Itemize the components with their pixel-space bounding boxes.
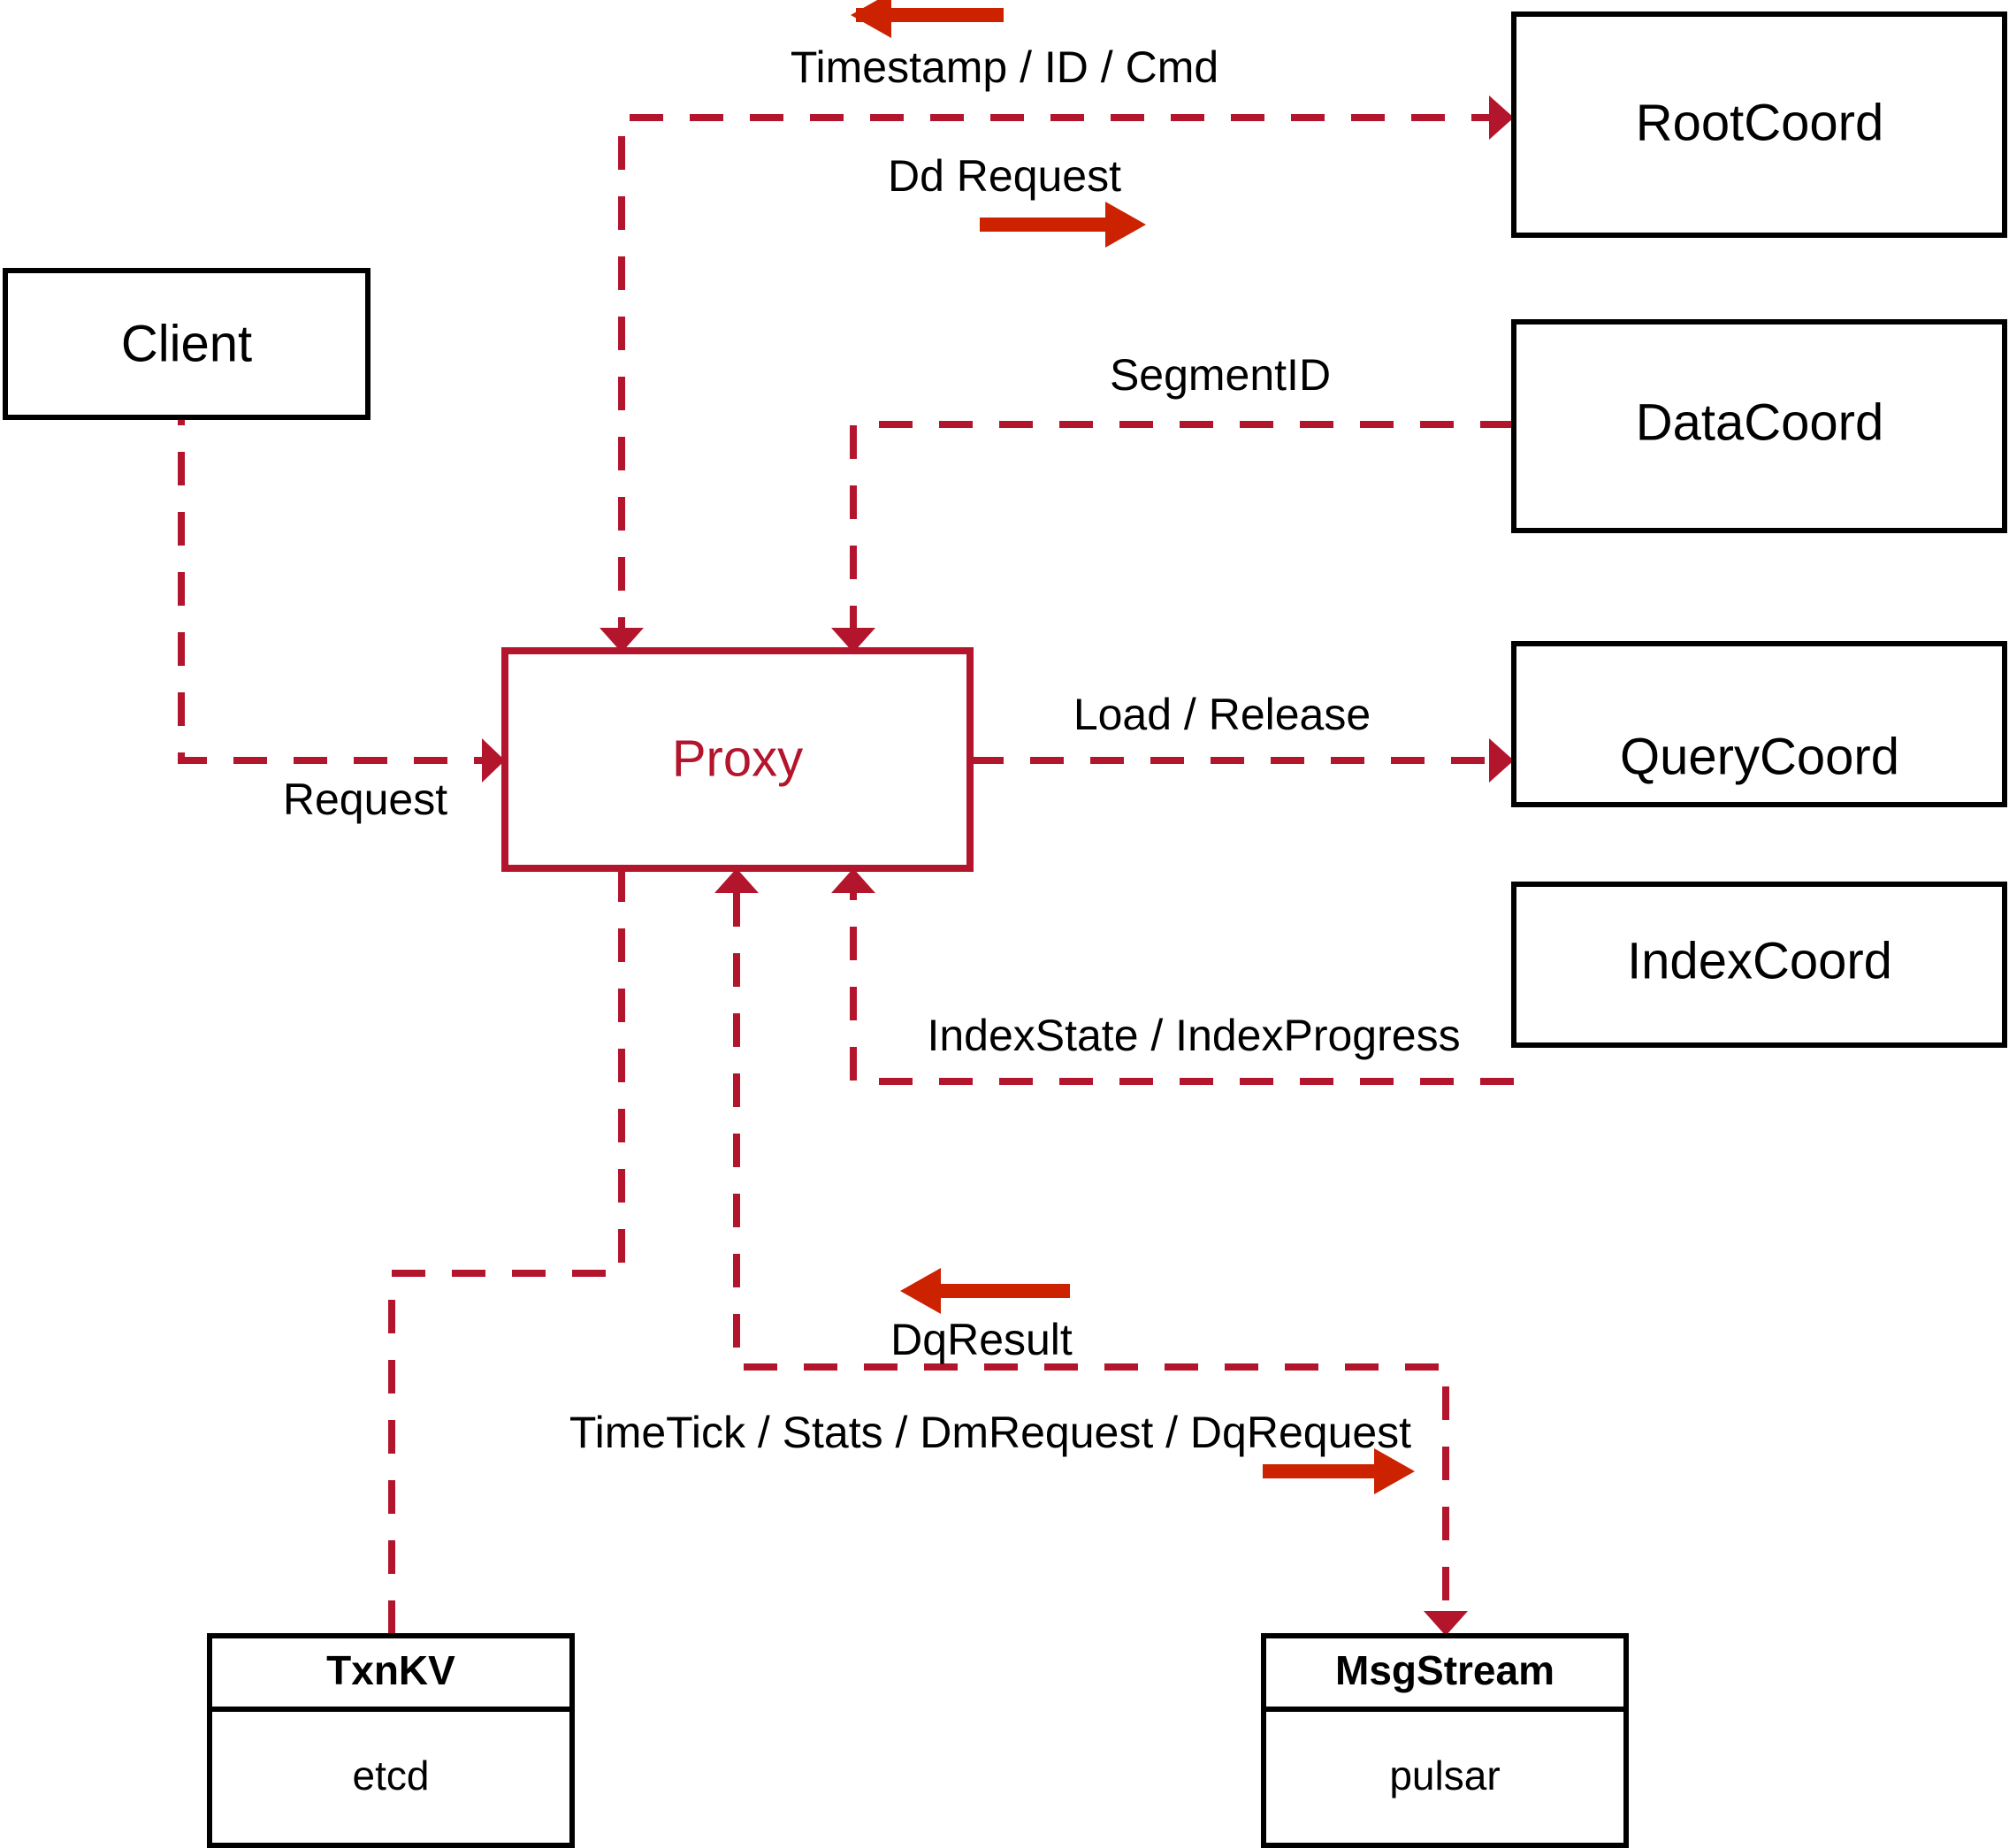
node-msgstream-label: MsgStream (1335, 1647, 1554, 1693)
edge-path-dd-request (618, 114, 1489, 651)
direction-arrow-msgrequest-right (1263, 1448, 1415, 1494)
arrowhead-index-state (831, 868, 875, 893)
arrowhead-segment-id (831, 628, 875, 653)
node-rootcoord[interactable]: RootCoord (1511, 11, 2007, 238)
node-indexcoord-label: IndexCoord (1627, 932, 1892, 989)
arrowhead-dd-request (1489, 95, 1514, 140)
edge-label-load-release: Load / Release (1073, 690, 1371, 739)
edge-index-state (831, 868, 1514, 1085)
direction-arrow-timestamp-left (851, 0, 1004, 38)
node-rootcoord-label: RootCoord (1636, 94, 1883, 151)
node-txnkv-label: TxnKV (326, 1647, 455, 1693)
node-client-box (3, 268, 370, 420)
edge-client-request (178, 392, 505, 783)
arrowhead-msg-request (1424, 1611, 1468, 1636)
node-client-label: Client (121, 315, 252, 372)
arrowhead-client-request (482, 738, 505, 783)
direction-arrow-head-timestamp (851, 0, 891, 38)
edge-label-msg-request: TimeTick / Stats / DmRequest / DqRequest (569, 1408, 1411, 1457)
arrowhead-rootcoord-to-proxy (600, 628, 644, 653)
edge-label-dd-request: Dd Request (888, 151, 1121, 201)
direction-arrow-head-msgrequest (1374, 1448, 1415, 1494)
direction-arrow-head-ddrequest (1105, 202, 1146, 248)
direction-arrow-head-dqresult (900, 1268, 941, 1314)
edge-path-client-request (178, 392, 482, 764)
edge-label-index-state: IndexState / IndexProgress (927, 1011, 1460, 1060)
node-querycoord-box (1511, 641, 2007, 807)
edge-path-segment-id (850, 421, 1514, 630)
node-msgstream[interactable]: MsgStream pulsar (1261, 1633, 1629, 1848)
node-querycoord[interactable]: QueryCoord (1511, 641, 2007, 807)
node-indexcoord[interactable]: IndexCoord (1511, 882, 2007, 1048)
node-rootcoord-box (1511, 11, 2007, 238)
edge-path-txnkv-link (388, 868, 625, 1636)
arrowhead-load-release (1489, 738, 1514, 783)
node-indexcoord-box (1511, 882, 2007, 1048)
node-txnkv-box (207, 1633, 575, 1848)
node-datacoord-label: DataCoord (1636, 393, 1883, 451)
edge-path-msg-request (733, 893, 1449, 1611)
edge-txnkv-link (388, 868, 625, 1636)
node-querycoord-label: QueryCoord (1620, 728, 1899, 785)
node-datacoord[interactable]: DataCoord (1511, 319, 2007, 533)
edge-path-index-state (850, 893, 1514, 1085)
node-datacoord-box (1511, 319, 2007, 533)
edge-label-client-request: Request (283, 775, 447, 824)
node-client[interactable]: Client (3, 268, 370, 420)
node-txnkv-sublabel: etcd (353, 1753, 430, 1798)
edge-label-segment-id: SegmentID (1110, 350, 1331, 400)
direction-arrow-ddrequest-right (980, 202, 1146, 248)
edge-msg-request (714, 868, 1468, 1636)
edge-label-dq-result: DqResult (890, 1315, 1073, 1364)
edge-dd-request (618, 95, 1514, 651)
direction-arrow-dqresult-left (900, 1268, 1070, 1314)
edge-load-release (970, 738, 1514, 783)
node-txnkv[interactable]: TxnKV etcd (207, 1633, 575, 1848)
node-msgstream-box (1261, 1633, 1629, 1848)
node-proxy-box (501, 647, 974, 872)
node-proxy-label: Proxy (672, 729, 803, 787)
arrowhead-dqresult-to-proxy (714, 868, 759, 893)
edge-segment-id (831, 421, 1514, 653)
node-proxy[interactable]: Proxy (501, 647, 974, 872)
node-msgstream-sublabel: pulsar (1389, 1753, 1500, 1798)
edge-label-timestamp-id-cmd: Timestamp / ID / Cmd (791, 42, 1218, 92)
